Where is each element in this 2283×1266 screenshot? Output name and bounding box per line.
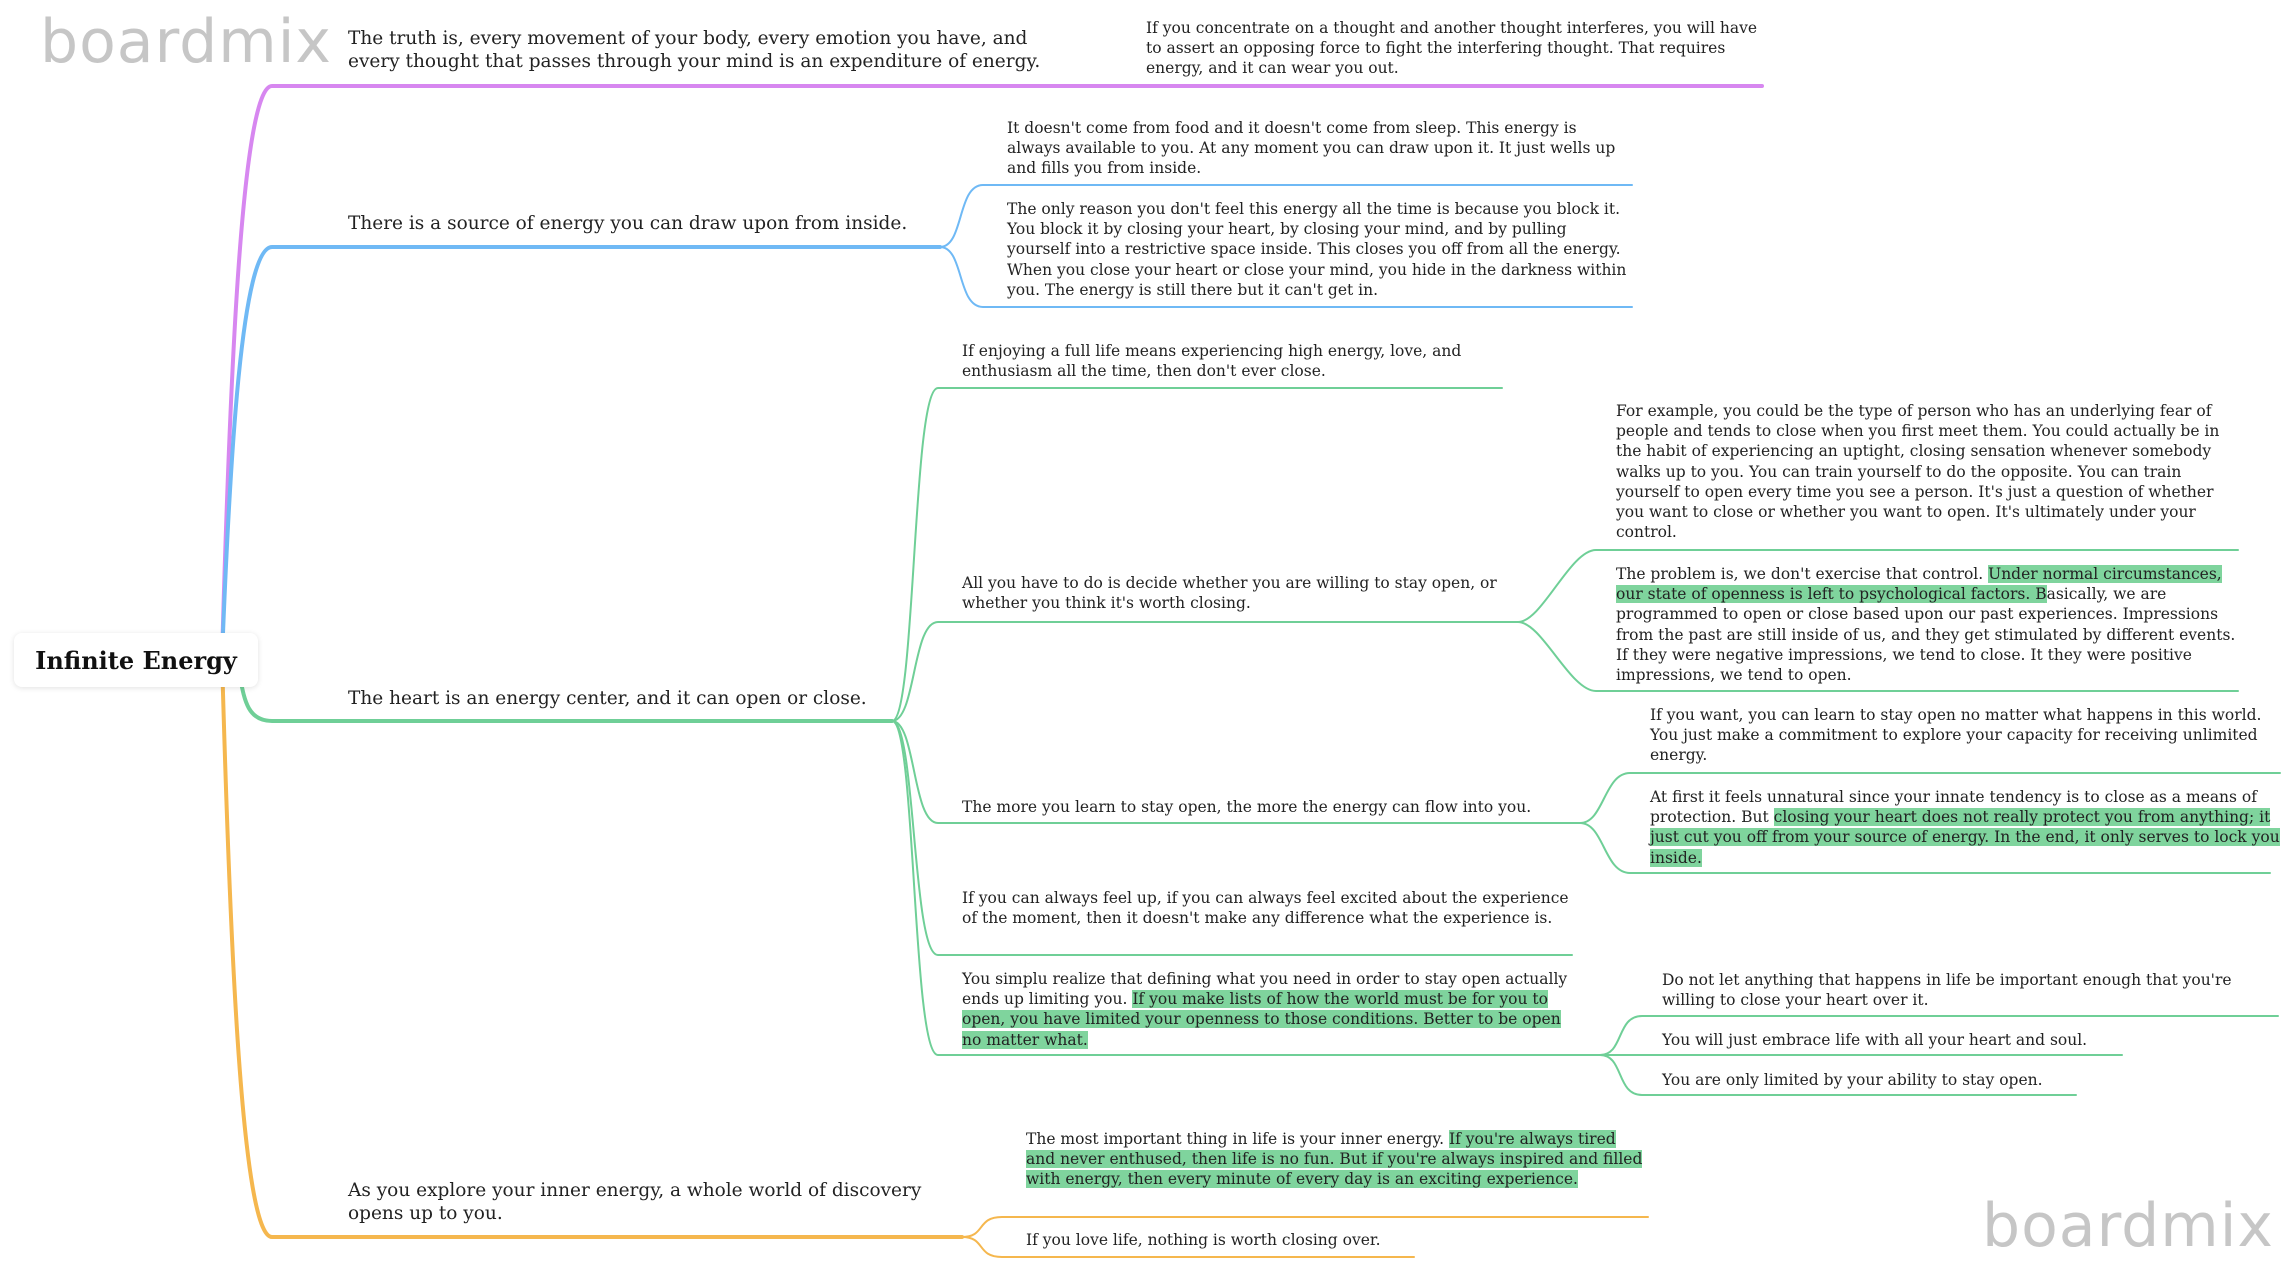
subtopic-connector [961, 1216, 1649, 1238]
topic-1[interactable]: The truth is, every movement of your bod… [348, 28, 1041, 72]
subtopic-connector [891, 387, 1503, 722]
node-text: It doesn't come from food and it doesn't… [1007, 119, 1616, 178]
detail-3-3-2[interactable]: At first it feels unnatural since your i… [1650, 787, 2280, 868]
detail-connector [1599, 1015, 2279, 1056]
topic-4[interactable]: As you explore your inner energy, a whol… [348, 1180, 922, 1224]
root-node[interactable]: Infinite Energy [14, 633, 258, 687]
node-text: Do not let anything that happens in life… [1662, 971, 2232, 1010]
node-text: If you can always feel up, if you can al… [962, 889, 1569, 928]
branch-connector [220, 245, 942, 660]
detail-connector [1599, 1054, 2077, 1096]
topic-2[interactable]: There is a source of energy you can draw… [348, 213, 908, 234]
node-text: All you have to do is decide whether you… [962, 574, 1497, 613]
subtopic-connector [939, 184, 1633, 248]
branch-connector [220, 656, 964, 1239]
node-text: The only reason you don't feel this ener… [1007, 200, 1627, 299]
subtopic-4-2[interactable]: If you love life, nothing is worth closi… [1026, 1230, 1646, 1250]
node-text: You will just embrace life with all your… [1662, 1031, 2088, 1049]
detail-connector [1579, 822, 2271, 874]
node-text: The most important thing in life is your… [1026, 1130, 1449, 1148]
subtopic-2-1[interactable]: It doesn't come from food and it doesn't… [1007, 118, 1627, 179]
detail-3-2-2[interactable]: The problem is, we don't exercise that c… [1616, 564, 2236, 685]
subtopic-3-1[interactable]: If enjoying a full life means experienci… [962, 341, 1522, 381]
node-text: If you love life, nothing is worth closi… [1026, 1231, 1381, 1249]
watermark-top-left: boardmix [40, 7, 332, 77]
node-text: The more you learn to stay open, the mor… [962, 798, 1532, 816]
subtopic-1-1[interactable]: If you concentrate on a thought and anot… [1146, 18, 1766, 79]
subtopic-connector [891, 720, 1601, 1056]
subtopic-connector [891, 621, 1519, 722]
node-text: If enjoying a full life means experienci… [962, 342, 1462, 381]
node-text: For example, you could be the type of pe… [1616, 402, 2220, 542]
subtopic-3-3[interactable]: The more you learn to stay open, the mor… [962, 797, 1582, 817]
node-text: If you concentrate on a thought and anot… [1146, 19, 1758, 78]
detail-3-5-2[interactable]: You will just embrace life with all your… [1662, 1030, 2282, 1050]
node-text: At first it feels unnatural since your i… [1650, 788, 2257, 827]
detail-3-5-1[interactable]: Do not let anything that happens in life… [1662, 970, 2282, 1010]
node-text: You are only limited by your ability to … [1662, 1071, 2043, 1089]
subtopic-connector [891, 720, 1581, 824]
node-text: asically, we are programmed to open or c… [1616, 585, 2236, 685]
detail-connector [1579, 772, 2281, 824]
subtopic-connector [939, 246, 1633, 308]
subtopic-connector [891, 720, 1573, 956]
subtopic-3-4[interactable]: If you can always feel up, if you can al… [962, 888, 1582, 928]
detail-connector [1517, 621, 2239, 692]
root-node-label: Infinite Energy [35, 645, 237, 675]
detail-3-5-3[interactable]: You are only limited by your ability to … [1662, 1070, 2282, 1090]
subtopic-connector [961, 1236, 1415, 1258]
node-text: The problem is, we don't exercise that c… [1616, 565, 1989, 583]
topic-3[interactable]: The heart is an energy center, and it ca… [348, 688, 867, 709]
subtopic-3-5[interactable]: You simplu realize that defining what yo… [962, 969, 1582, 1050]
subtopic-3-2[interactable]: All you have to do is decide whether you… [962, 573, 1522, 613]
detail-connector [1517, 549, 2239, 623]
subtopic-4-1[interactable]: The most important thing in life is your… [1026, 1129, 1646, 1190]
subtopic-2-2[interactable]: The only reason you don't feel this ener… [1007, 199, 1627, 300]
detail-3-2-1[interactable]: For example, you could be the type of pe… [1616, 401, 2236, 542]
watermark-bottom-right: boardmix [1982, 1191, 2274, 1261]
detail-3-3-1[interactable]: If you want, you can learn to stay open … [1650, 705, 2280, 766]
node-text: You simplu realize that defining what yo… [962, 970, 1568, 1009]
node-text: If you want, you can learn to stay open … [1650, 706, 2262, 765]
